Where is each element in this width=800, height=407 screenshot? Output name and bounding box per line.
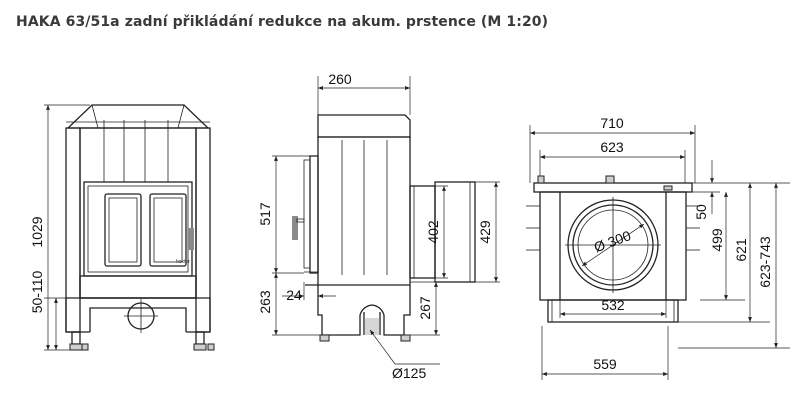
side-ring (434, 181, 476, 283)
dim-rear-inner-width-label: 623 (600, 139, 624, 155)
rear-view: 710 623 Ø 300 (526, 115, 790, 380)
side-handle (292, 216, 298, 240)
dim-rear-h1-label: 499 (709, 228, 725, 252)
front-view: hoxter 1029 50-110 (29, 104, 215, 351)
dim-rear-h2-label: 621 (733, 238, 749, 262)
side-view: 260 517 (257, 71, 500, 381)
page-title: HAKA 63/51a zadní přikládání redukce na … (16, 14, 549, 30)
front-top-cap (66, 104, 210, 129)
dim-side-depth-label: 260 (328, 71, 352, 87)
dim-rear-plinth-width-label: 559 (593, 356, 617, 372)
dim-front-height-label: 1029 (29, 216, 45, 247)
dim-side-collar-label: 402 (425, 220, 441, 244)
dim-rear-ring-label: Ø 300 (592, 227, 634, 255)
front-logo: hoxter (176, 259, 190, 265)
door-pane-left (104, 193, 142, 267)
front-body (79, 127, 197, 299)
dim-rear-base-width-label: 532 (601, 297, 625, 313)
dim-side-bottom-label: 267 (417, 296, 433, 320)
dim-side-ring-label: 429 (477, 220, 493, 244)
dim-front-foot-label: 50-110 (29, 271, 45, 314)
dim-rear-top-gap-label: 50 (693, 204, 709, 220)
dim-side-pipe-label: Ø125 (392, 365, 426, 381)
dim-side-lower-label: 263 (257, 290, 273, 314)
door-pane-right (149, 193, 187, 267)
dim-rear-h3-label: 623-743 (757, 236, 773, 288)
dim-rear-outer-width-label: 710 (600, 115, 624, 131)
dim-side-upper-label: 517 (257, 202, 273, 226)
door-handle (188, 228, 194, 250)
dim-side-offset-label: 24 (286, 287, 302, 303)
side-body (317, 136, 411, 336)
